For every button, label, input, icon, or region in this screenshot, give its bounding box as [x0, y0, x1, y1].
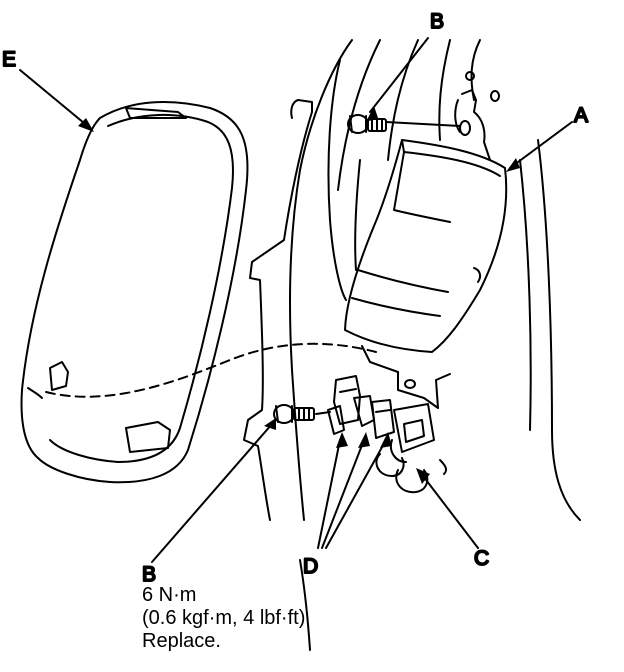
callout-b-bottom: B [142, 563, 156, 586]
callout-b-top: B [430, 10, 444, 33]
torque-alt-units: (0.6 kgf·m, 4 lbf·ft) [142, 607, 306, 629]
torque-value: 6 N·m [142, 584, 197, 606]
mounting-bracket [361, 71, 500, 409]
pillar-flange [243, 99, 313, 521]
control-unit-a [344, 139, 508, 353]
connector-c [390, 403, 435, 463]
body-panel-lines [289, 39, 581, 651]
dashed-harness-route [45, 342, 377, 398]
callout-a: A [574, 104, 588, 127]
torque-spec-note: 6 N·m (0.6 kgf·m, 4 lbf·ft) Replace. [142, 584, 305, 653]
wire-harness-loops [375, 453, 448, 494]
callout-c: C [474, 547, 489, 570]
connectors-d [327, 375, 395, 439]
callout-d: D [303, 555, 318, 578]
trim-cover-e [20, 101, 249, 484]
replace-instruction: Replace. [142, 630, 221, 652]
bolt-b-top [347, 114, 387, 134]
leader-lines [19, 37, 573, 563]
callout-e: E [2, 48, 16, 71]
arrowheads [78, 106, 520, 484]
bolt-b-bottom [273, 404, 315, 424]
